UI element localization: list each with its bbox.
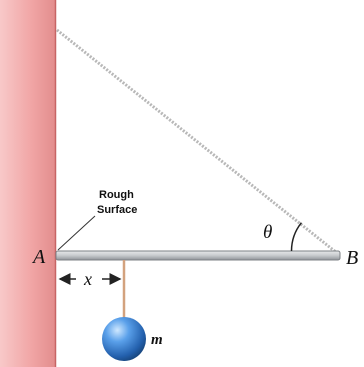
- angle-label: θ: [263, 222, 272, 243]
- distance-label: x: [83, 269, 92, 289]
- point-a-label: A: [31, 246, 46, 268]
- beam: [55, 250, 341, 261]
- surface-label-line1: Rough: [99, 189, 134, 201]
- angle-arc: [290, 222, 302, 252]
- support-cable: [56, 28, 338, 255]
- mass-label: m: [151, 332, 163, 348]
- hanging-mass: [102, 317, 146, 361]
- wall: [0, 0, 56, 367]
- surface-label-line2: Surface: [97, 204, 137, 216]
- surface-pointer-line: [57, 215, 96, 251]
- point-b-label: B: [346, 247, 358, 269]
